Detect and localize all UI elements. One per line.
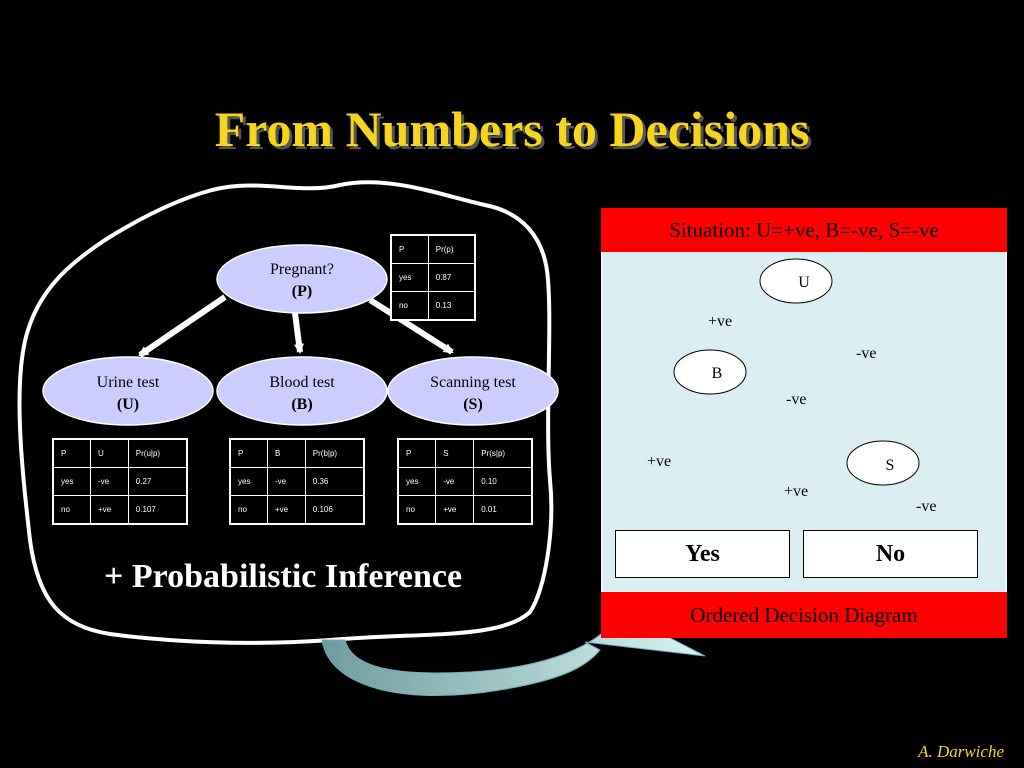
- cpt-cell: P: [229, 438, 268, 468]
- terminal-no: No: [803, 530, 978, 578]
- edge-p-u: [138, 294, 227, 358]
- node-scanning: Scanning test (S): [387, 356, 559, 426]
- cpt-cell: 0.10: [473, 467, 533, 496]
- cpt-cell: no: [390, 291, 429, 321]
- cpt-cell: -ve: [89, 467, 129, 496]
- cpt-cell: no: [52, 495, 91, 525]
- situation-banner: Situation: U=+ve, B=-ve, S=-ve: [601, 208, 1007, 252]
- author-credit: A. Darwiche: [918, 742, 1004, 761]
- cpt-cell: P: [397, 438, 437, 468]
- cpt-cell: Pr(u|p): [127, 438, 188, 468]
- node-blood-label: Blood test: [269, 374, 335, 391]
- odd-caption: Ordered Decision Diagram: [601, 592, 1007, 638]
- cpt-cell: B: [266, 438, 306, 468]
- cpt-cell: 0.01: [473, 495, 533, 525]
- inference-label: + Probabilistic Inference: [104, 558, 463, 595]
- cpt-cell: +ve: [89, 495, 129, 525]
- slide-title: From Numbers to Decisions: [214, 101, 810, 157]
- network-outline: [17, 180, 554, 645]
- terminal-yes: Yes: [615, 530, 790, 578]
- node-pregnant-var: (P): [292, 283, 312, 300]
- cpt-cell: yes: [229, 467, 268, 496]
- cpt-cell: yes: [397, 467, 437, 496]
- cpt-cell: Pr(s|p): [473, 438, 533, 468]
- node-urine-label: Urine test: [97, 374, 160, 391]
- node-blood-var: (B): [291, 396, 312, 413]
- cpt-cell: -ve: [435, 467, 475, 496]
- network-edges: [138, 294, 454, 358]
- node-blood: Blood test (B): [216, 356, 388, 426]
- cpt-cell: 0.107: [127, 495, 188, 525]
- cpt-cell: yes: [52, 467, 91, 496]
- cpt-cell: U: [89, 438, 129, 468]
- cpt-cell: 0.87: [427, 263, 476, 292]
- node-pregnant: Pregnant? (P): [216, 244, 388, 314]
- cpt-cell: 0.36: [304, 467, 365, 496]
- cpt-cell: 0.106: [304, 495, 365, 525]
- cpt-cell: P: [52, 438, 91, 468]
- cpt-cell: 0.27: [127, 467, 188, 496]
- cpt-cell: 0.13: [427, 291, 476, 321]
- cpt-cell: S: [435, 438, 475, 468]
- cpt-cell: no: [397, 495, 437, 525]
- node-scanning-var: (S): [463, 396, 483, 413]
- cpt-cell: Pr(b|p): [304, 438, 365, 468]
- cpt-cell: no: [229, 495, 268, 525]
- cpt-cell: -ve: [266, 467, 306, 496]
- cpt-cell: yes: [390, 263, 429, 292]
- cpt-cell: P: [390, 234, 429, 264]
- node-scanning-label: Scanning test: [430, 374, 516, 391]
- node-pregnant-label: Pregnant?: [270, 261, 334, 278]
- node-urine: Urine test (U): [42, 356, 214, 426]
- cpt-cell: +ve: [435, 495, 475, 525]
- cpt-cell: +ve: [266, 495, 306, 525]
- edge-p-s: [368, 297, 454, 355]
- edge-p-b: [292, 312, 304, 354]
- cpt-cell: Pr(p): [427, 234, 476, 264]
- node-urine-var: (U): [117, 396, 139, 413]
